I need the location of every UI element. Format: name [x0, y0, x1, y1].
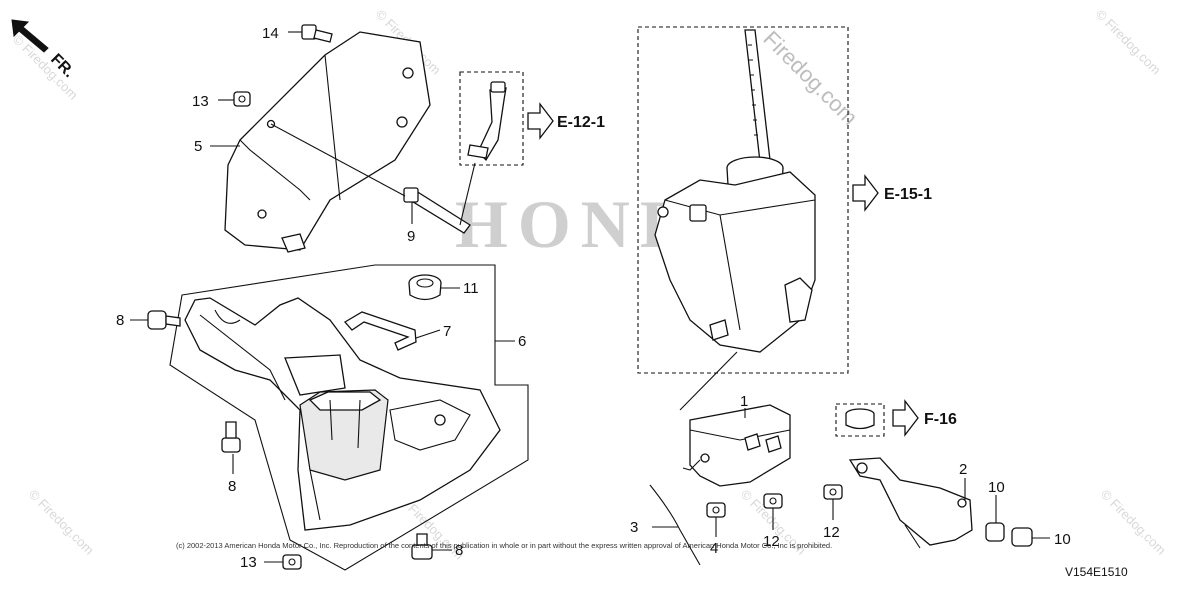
- copyright-notice: (c) 2002-2013 American Honda Motor Co., …: [176, 541, 832, 550]
- part-12-nut: [763, 493, 783, 509]
- part-5-bracket: [224, 31, 431, 253]
- part-10-nut: [1011, 527, 1033, 547]
- part-13-nut: [282, 554, 302, 570]
- part-3-wire: [649, 484, 701, 566]
- reference-label: F-16: [924, 411, 957, 428]
- callout-3: 3: [630, 519, 638, 536]
- part-11-grommet: [408, 274, 442, 301]
- part-6-group-outline: [169, 264, 529, 571]
- f-16-group: [835, 403, 885, 437]
- ref-arrow-icon: [852, 174, 879, 212]
- part-4-nut: [706, 502, 726, 518]
- part-8-bolt: [411, 533, 433, 560]
- part-13-nut: [233, 91, 251, 107]
- part-6-shroud: [184, 297, 501, 531]
- e-12-1-group: [459, 71, 524, 226]
- reference-e-12-1[interactable]: E-12-1: [527, 102, 605, 140]
- callout-13: 13: [240, 554, 257, 571]
- watermark-stamp: © Firedog.com: [26, 487, 97, 558]
- callout-12: 12: [763, 533, 780, 550]
- part-9-stud: [270, 123, 471, 234]
- callout-7: 7: [443, 323, 451, 340]
- callout-1: 1: [740, 393, 748, 410]
- leader-lines: [130, 31, 1050, 563]
- callout-6: 6: [518, 333, 526, 350]
- callout-9: 9: [407, 228, 415, 245]
- callout-5: 5: [194, 138, 202, 155]
- reference-label: E-15-1: [884, 186, 932, 203]
- part-2-bracket: [848, 457, 973, 549]
- callout-14: 14: [262, 25, 279, 42]
- arrow-up-left-icon: [11, 19, 49, 53]
- ref-arrow-icon: [527, 102, 554, 140]
- part-10-nut: [985, 522, 1005, 542]
- callout-labels: 14 13 5 9 11 7 6 8 8 8 13 1 2 3 4 12 12 …: [116, 25, 1071, 571]
- part-8-bolt: [147, 310, 181, 330]
- callout-8: 8: [455, 542, 463, 559]
- callout-13: 13: [192, 93, 209, 110]
- callout-2: 2: [959, 461, 967, 478]
- e-15-1-tank-group: [637, 26, 849, 411]
- part-1-bracket: [682, 404, 791, 487]
- reference-f-16[interactable]: F-16: [892, 399, 957, 437]
- reference-e-15-1[interactable]: E-15-1: [852, 174, 932, 212]
- part-8-bolt: [221, 421, 241, 453]
- callout-4: 4: [710, 540, 718, 557]
- part-14-bolt: [301, 24, 333, 43]
- watermark-stamp: © Firedog.com: [1093, 7, 1164, 78]
- callout-12: 12: [823, 524, 840, 541]
- callout-11: 11: [463, 280, 479, 297]
- watermark-stamp: © Firedog.com: [1098, 487, 1169, 558]
- firedog-watermark: Firedog.com: [758, 26, 862, 130]
- ref-arrow-icon: [892, 399, 919, 437]
- part-7-clip: [343, 311, 417, 351]
- callout-8: 8: [116, 312, 124, 329]
- callout-10: 10: [1054, 531, 1071, 548]
- diagram-code: V154E1510: [1065, 565, 1128, 579]
- part-12-nut: [823, 484, 843, 500]
- callout-10: 10: [988, 479, 1005, 496]
- reference-label: E-12-1: [557, 114, 605, 131]
- callout-8: 8: [228, 478, 236, 495]
